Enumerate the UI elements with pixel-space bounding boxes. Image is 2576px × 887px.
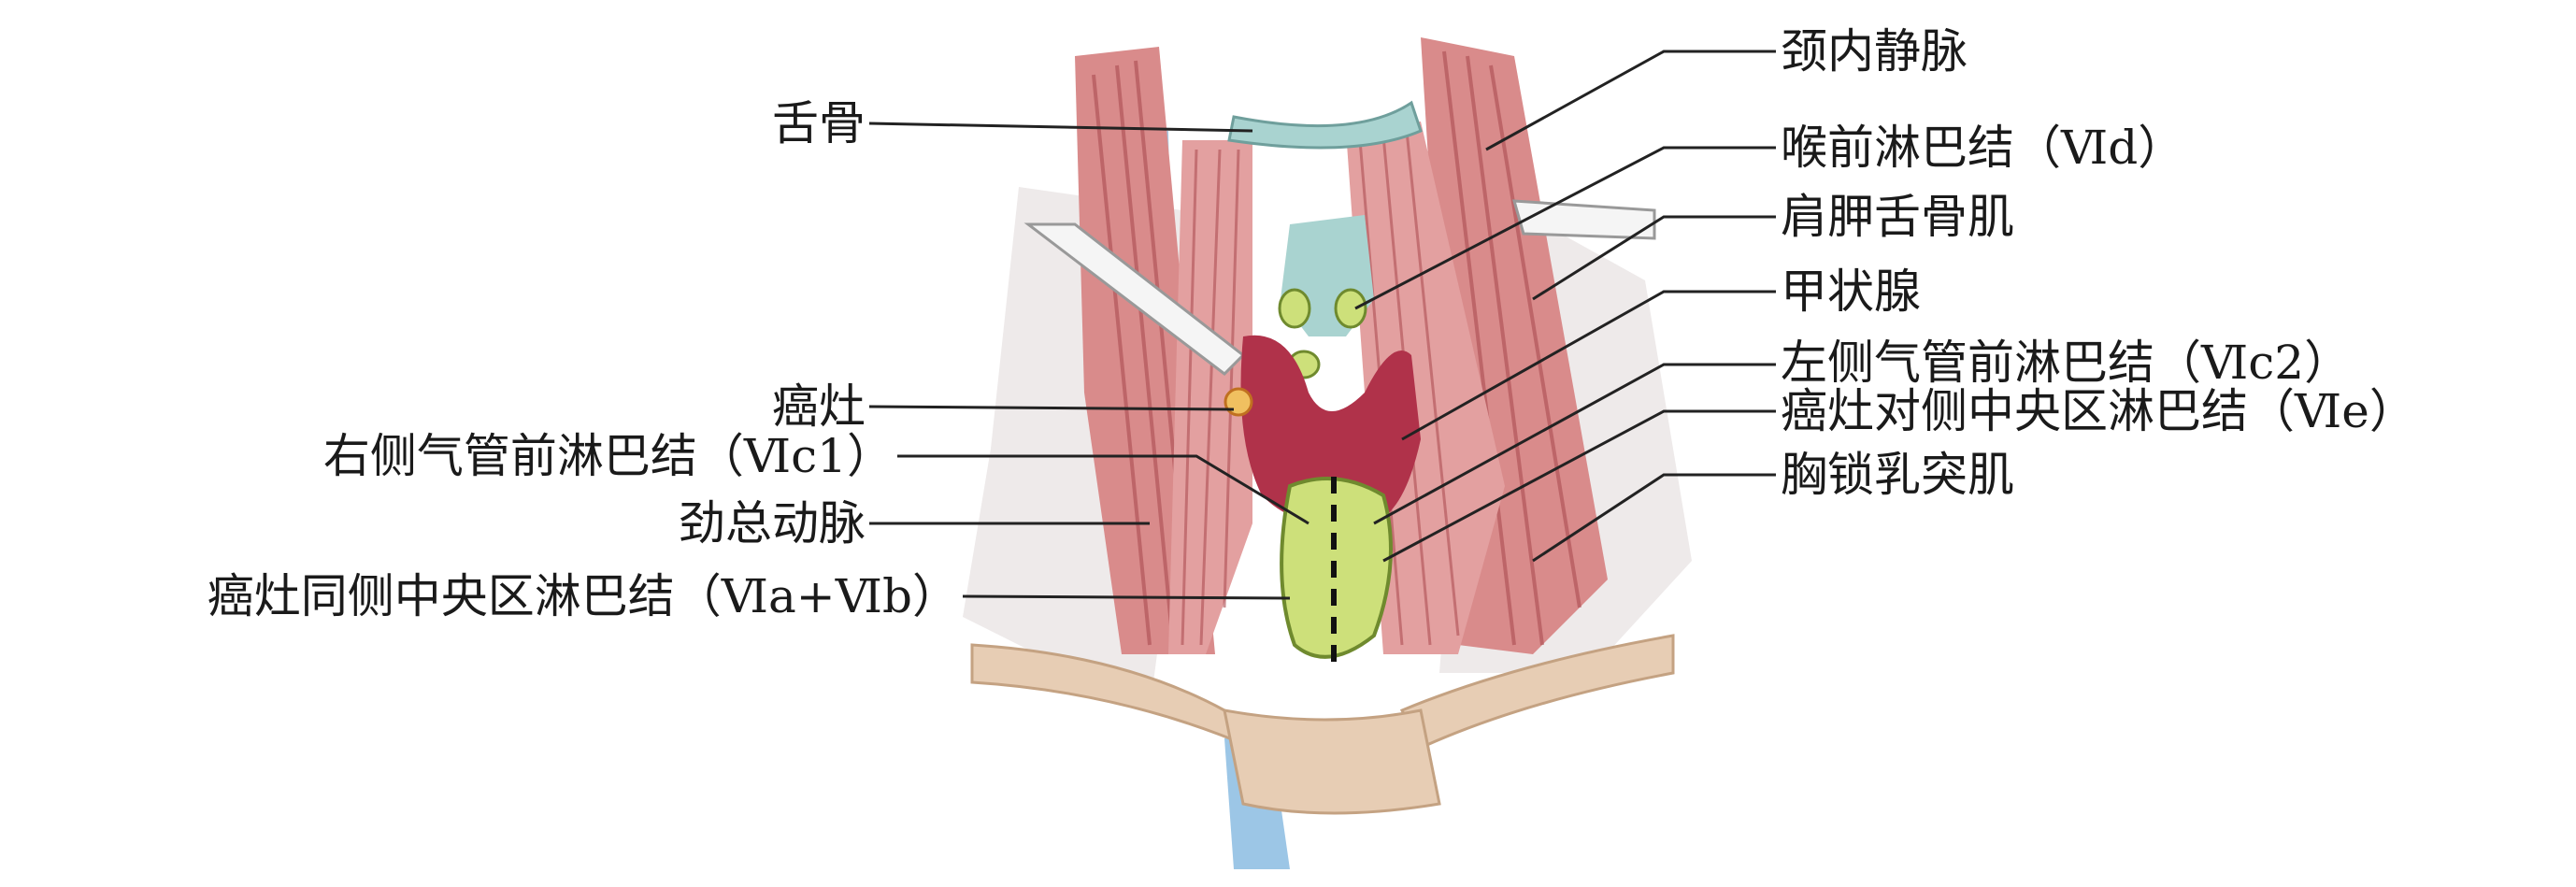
prelaryngeal-node-2 xyxy=(1334,288,1367,329)
label-prelaryngeal-node: 喉前淋巴结（Ⅵd） xyxy=(1781,121,2185,175)
leader-ijv xyxy=(1485,50,1776,151)
leader-right-pretracheal xyxy=(897,454,1309,525)
label-hyoid: 舌骨 xyxy=(772,96,866,150)
leader-left-pretracheal xyxy=(1373,363,1776,525)
hyoid-bone xyxy=(1227,100,1423,150)
prelaryngeal-node-1 xyxy=(1278,288,1311,329)
leader-ipsilateral xyxy=(962,594,1291,600)
label-sternocleidomastoid: 胸锁乳突肌 xyxy=(1781,448,2014,502)
leader-thyroid xyxy=(1401,290,1776,441)
leader-omohyoid xyxy=(1532,215,1776,301)
leader-scm xyxy=(1532,473,1776,563)
label-lesion: 癌灶 xyxy=(772,379,866,434)
leader-hyoid xyxy=(868,122,1253,133)
clavicle-right xyxy=(1399,634,1675,750)
label-left-pretracheal-node: 左侧气管前淋巴结（Ⅵc2） xyxy=(1781,336,2352,390)
sternum xyxy=(1223,708,1441,815)
label-common-carotid: 劲总动脉 xyxy=(679,496,866,551)
thyroid-gland xyxy=(1240,335,1421,523)
label-thyroid: 甲状腺 xyxy=(1781,265,1921,319)
lesion-marker xyxy=(1224,387,1253,417)
label-omohyoid: 肩胛舌骨肌 xyxy=(1781,190,2014,244)
leader-lesion xyxy=(868,405,1235,411)
leader-lines xyxy=(868,50,1776,600)
retractor-right xyxy=(1511,199,1656,240)
leader-prelaryngeal xyxy=(1354,146,1776,310)
leader-contralateral xyxy=(1382,409,1776,563)
label-internal-jugular-vein: 颈内静脉 xyxy=(1781,24,1968,79)
label-ipsilateral-central-node: 癌灶同侧中央区淋巴结（Ⅵa+Ⅵb） xyxy=(207,569,959,623)
label-contralateral-central-node: 癌灶对侧中央区淋巴结（Ⅵe） xyxy=(1781,384,2416,438)
label-right-pretracheal-node: 右侧气管前淋巴结（Ⅵc1） xyxy=(322,429,894,483)
